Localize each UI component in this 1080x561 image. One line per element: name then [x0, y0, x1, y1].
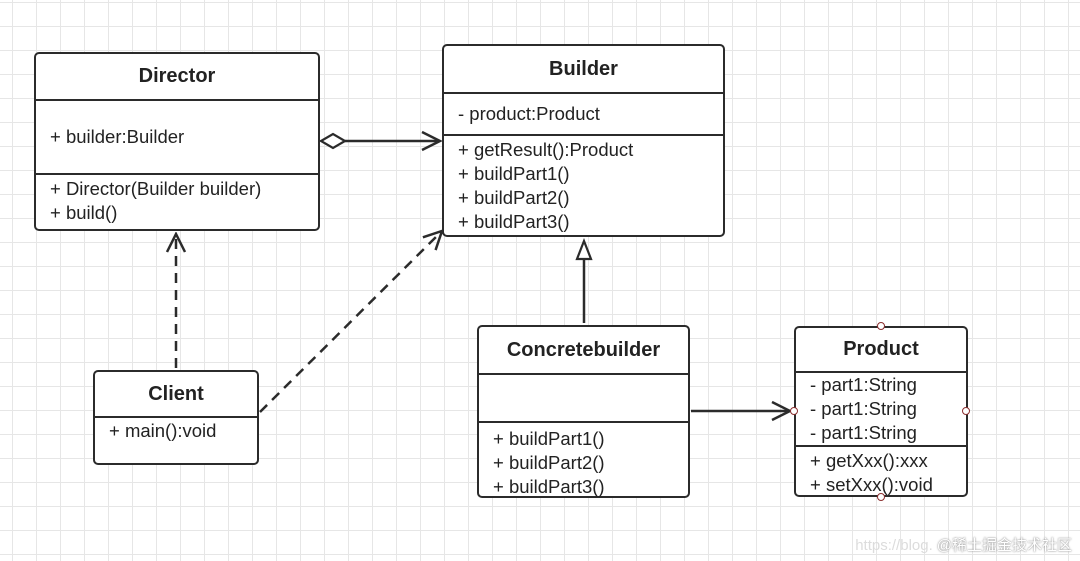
class-name: Concretebuilder: [479, 327, 688, 375]
operation: + build(): [50, 202, 118, 223]
operation: + Director(Builder builder): [50, 178, 262, 199]
class-builder[interactable]: Builder - product:Product + getResult():…: [442, 44, 725, 237]
class-concretebuilder[interactable]: Concretebuilder + buildPart1() + buildPa…: [477, 325, 690, 498]
operation: + buildPart3(): [458, 211, 570, 232]
connection-port-left[interactable]: [790, 407, 798, 415]
watermark-text: @稀土掘金技术社区: [936, 537, 1072, 554]
connection-port-right[interactable]: [962, 407, 970, 415]
operation: + getResult():Product: [458, 139, 634, 160]
operation: + setXxx():void: [810, 474, 933, 495]
class-name: Director: [36, 54, 318, 101]
attributes-section: - product:Product: [444, 94, 723, 136]
class-name: Product: [796, 328, 966, 373]
operation: + buildPart1(): [493, 428, 605, 449]
generalization-triangle: [575, 237, 593, 261]
attribute: - part1:String: [810, 398, 917, 419]
operation: + buildPart2(): [493, 452, 605, 473]
attribute: - part1:String: [810, 422, 917, 443]
class-name: Builder: [444, 46, 723, 94]
class-director[interactable]: Director + builder:Builder + Director(Bu…: [34, 52, 320, 231]
class-client[interactable]: Client + main():void: [93, 370, 259, 465]
operations-section: + buildPart1() + buildPart2() + buildPar…: [479, 423, 688, 499]
operation: + buildPart3(): [493, 476, 605, 497]
operations-section: + getXxx():xxx + setXxx():void: [796, 447, 966, 497]
attribute: + builder:Builder: [50, 126, 185, 147]
operations-section: + main():void: [95, 418, 257, 443]
operation: + buildPart1(): [458, 163, 570, 184]
operation: + buildPart2(): [458, 187, 570, 208]
watermark-url: https://blog.: [855, 537, 933, 554]
watermark: https://blog.@稀土掘金技术社区: [855, 534, 1072, 555]
aggregation-diamond: [318, 132, 348, 150]
class-name: Client: [95, 372, 257, 418]
connection-port-bottom[interactable]: [877, 493, 885, 501]
dependency-client-builder: [259, 231, 442, 413]
attributes-section: [479, 375, 688, 423]
attribute: - part1:String: [810, 374, 917, 395]
attribute: - product:Product: [458, 103, 600, 124]
operations-section: + getResult():Product + buildPart1() + b…: [444, 136, 723, 234]
operation: + main():void: [109, 420, 217, 441]
aggregation-director-builder: [318, 132, 440, 150]
operations-section: + Director(Builder builder) + build(): [36, 175, 318, 225]
operation: + getXxx():xxx: [810, 450, 928, 471]
class-product[interactable]: Product - part1:String - part1:String - …: [794, 326, 968, 497]
attributes-section: + builder:Builder: [36, 101, 318, 175]
attributes-section: - part1:String - part1:String - part1:St…: [796, 373, 966, 447]
connection-port-top[interactable]: [877, 322, 885, 330]
generalization-concretebuilder-builder: [575, 237, 593, 323]
